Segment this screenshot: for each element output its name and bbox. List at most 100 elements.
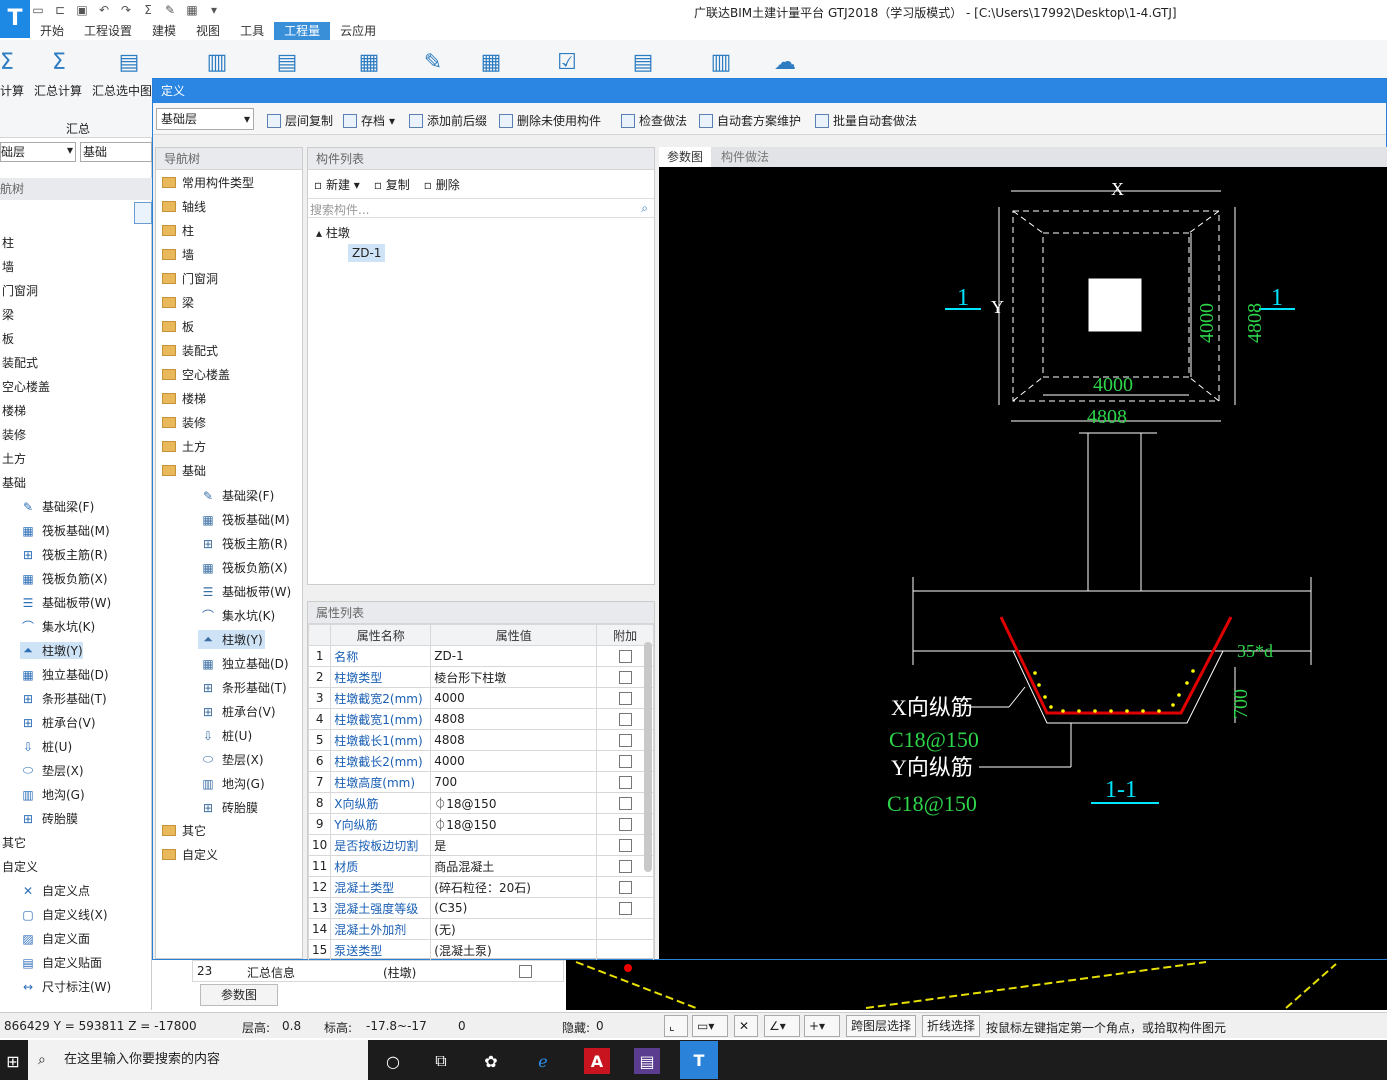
calculate-icon[interactable]: Σ	[0, 49, 14, 75]
app-logo[interactable]: T	[0, 0, 30, 38]
property-value[interactable]: ⏀18@150	[430, 792, 598, 814]
attach-checkbox[interactable]	[618, 692, 632, 705]
attach-checkbox[interactable]	[618, 881, 632, 894]
nav-sub-item[interactable]: ⊞桩承台(V)	[198, 702, 278, 721]
left-sub-item[interactable]: ▦独立基础(D)	[20, 666, 108, 683]
new-component-button[interactable]: ▫ 新建 ▾	[314, 178, 360, 192]
left-sub-item[interactable]: ⊞条形基础(T)	[20, 690, 107, 707]
left-custom-item[interactable]: ▢自定义线(X)	[20, 906, 107, 923]
property-value[interactable]: 4808	[430, 729, 598, 751]
left-sub-item[interactable]: ⬭垫层(X)	[20, 762, 84, 779]
nav-item[interactable]: 空心楼盖	[162, 366, 230, 383]
attach-checkbox[interactable]	[618, 797, 632, 810]
left-sub-item[interactable]: ⊞筏板主筋(R)	[20, 546, 108, 563]
property-value[interactable]: 700	[430, 771, 598, 793]
pen-icon[interactable]: ✎	[423, 49, 443, 75]
verify-icon[interactable]: ☑	[557, 49, 577, 75]
cortana-icon[interactable]: ○	[386, 1051, 400, 1071]
nav-item[interactable]: 基础	[162, 462, 206, 479]
dropdown-icon[interactable]: ▾	[210, 3, 218, 17]
angle-toggle[interactable]: ∠▾	[764, 1015, 800, 1037]
tab-cloud[interactable]: 云应用	[340, 24, 377, 38]
property-value[interactable]: 4808	[430, 708, 598, 730]
left-sub-item[interactable]: ▦筏板基础(M)	[20, 522, 109, 539]
nav-item[interactable]: 轴线	[162, 198, 206, 215]
nav-sub-item[interactable]: ⊞砖胎膜	[198, 798, 260, 817]
left-sub-item[interactable]: ☰基础板带(W)	[20, 594, 112, 611]
check-icon[interactable]: ▦	[358, 49, 380, 75]
dialog-floor-select[interactable]: 基础层▾	[156, 108, 254, 130]
select-mode-toggle[interactable]: ▭▾	[692, 1015, 728, 1037]
left-item[interactable]: 柱	[2, 236, 15, 250]
nav-sub-item[interactable]: ▦筏板负筋(X)	[198, 558, 290, 577]
nav-sub-item[interactable]: ⬭垫层(X)	[198, 750, 266, 769]
attach-checkbox[interactable]	[618, 818, 632, 831]
nav-item[interactable]: 墙	[162, 246, 194, 263]
report-icon[interactable]: ▥	[206, 49, 228, 75]
left-custom-item[interactable]: ✕自定义点	[20, 882, 90, 899]
gtj-taskbar-icon[interactable]: T	[680, 1041, 718, 1079]
grid-edit-icon[interactable]: ▦	[480, 49, 502, 75]
nav-item[interactable]: 柱	[162, 222, 194, 239]
nav-item[interactable]: 装修	[162, 414, 206, 431]
edit-icon[interactable]: ✎	[164, 3, 176, 17]
nav-view-toggle[interactable]	[134, 202, 152, 224]
property-value[interactable]: 是	[430, 834, 598, 856]
nav-sub-item[interactable]: ▥地沟(G)	[198, 774, 267, 793]
tab-project-settings[interactable]: 工程设置	[84, 24, 133, 38]
check-method-button[interactable]: 检查做法	[621, 112, 687, 129]
new-file-icon[interactable]: ▭	[32, 3, 44, 17]
tab-view[interactable]: 视图	[196, 24, 221, 38]
attach-checkbox[interactable]	[618, 713, 632, 726]
attach-checkbox[interactable]	[618, 839, 632, 852]
autocad-icon[interactable]: A	[584, 1048, 610, 1074]
taskbar-search[interactable]: 在这里输入你要搜索的内容	[28, 1040, 368, 1080]
grid-icon[interactable]: ▦	[186, 3, 198, 17]
left-item[interactable]: 装修	[2, 428, 27, 442]
left-sub-item[interactable]: ▥地沟(G)	[20, 786, 84, 803]
type-select[interactable]: 基础	[80, 142, 152, 162]
redo-icon[interactable]: ↷	[120, 3, 132, 17]
nav-sub-item[interactable]: ⇩桩(U)	[198, 726, 254, 745]
left-item[interactable]: 其它	[2, 836, 27, 850]
attach-checkbox[interactable]	[618, 671, 632, 684]
component-item-zd1[interactable]: ZD-1	[348, 244, 386, 262]
property-scrollbar[interactable]	[644, 642, 652, 872]
app-pinwheel-icon[interactable]: ✿	[484, 1051, 498, 1071]
task-view-icon[interactable]: ⧉	[435, 1051, 447, 1070]
copy-component-button[interactable]: ▫ 复制	[373, 178, 410, 192]
property-value[interactable]: (混凝土泵)	[430, 939, 598, 961]
windows-start-icon[interactable]: ⊞	[6, 1051, 20, 1071]
property-value[interactable]: (碎石粒径：20石)	[430, 876, 598, 898]
bottom-param-tab[interactable]: 参数图	[200, 984, 278, 1006]
attach-checkbox[interactable]	[618, 776, 632, 789]
floor-select[interactable]: 础层▾	[0, 142, 76, 162]
table-icon[interactable]: ▤	[632, 49, 654, 75]
tab-component-method[interactable]: 构件做法	[721, 150, 770, 164]
copy-between-floors-button[interactable]: 层间复制	[267, 112, 333, 129]
search-icon[interactable]: ⌕	[641, 201, 648, 215]
nav-item[interactable]: 门窗洞	[162, 270, 218, 287]
left-sub-item[interactable]: ✎基础梁(F)	[20, 498, 94, 515]
component-search-input[interactable]: 搜索构件... ⌕	[308, 198, 654, 218]
auto-scheme-button[interactable]: 自动套方案维护	[699, 112, 801, 129]
left-item[interactable]: 墙	[2, 260, 15, 274]
attach-checkbox[interactable]	[618, 650, 632, 663]
open-folder-icon[interactable]: ⊏	[54, 3, 66, 17]
nav-sub-item[interactable]: ⏶柱墩(Y)	[198, 630, 265, 649]
tab-quantities[interactable]: 工程量	[274, 22, 331, 40]
property-value[interactable]: 4000	[430, 750, 598, 772]
left-item[interactable]: 基础	[2, 476, 27, 490]
nav-sub-item[interactable]: ✎基础梁(F)	[198, 486, 276, 505]
property-value[interactable]: ZD-1	[430, 645, 598, 667]
nav-item[interactable]: 自定义	[162, 846, 218, 863]
left-sub-item[interactable]: ⊞桩承台(V)	[20, 714, 96, 731]
